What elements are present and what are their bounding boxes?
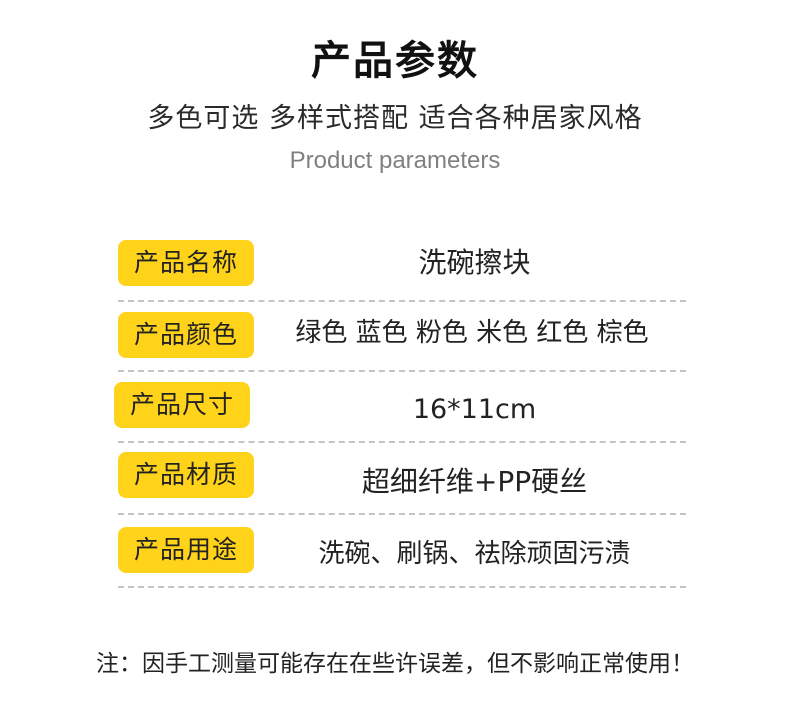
dashed-divider	[118, 370, 686, 372]
param-row-name: 产品名称 洗碗擦块	[118, 230, 686, 302]
dashed-divider	[118, 300, 686, 302]
dashed-divider	[118, 586, 686, 588]
param-label: 产品颜色	[118, 312, 254, 358]
param-row-usage: 产品用途 洗碗、刷锅、祛除顽固污渍	[118, 516, 686, 588]
english-title: Product parameters	[289, 147, 501, 174]
footer-note: 注：因手工测量可能存在在些许误差，但不影响正常使用！	[96, 651, 694, 677]
param-value: 超细纤维+PP硬丝	[361, 465, 588, 498]
param-row-color: 产品颜色 绿色 蓝色 粉色 米色 红色 棕色	[118, 300, 686, 372]
page-title: 产品参数	[311, 38, 479, 84]
dashed-divider	[118, 441, 686, 443]
param-label: 产品用途	[118, 527, 254, 573]
param-label: 产品材质	[118, 452, 254, 498]
param-row-material: 产品材质 超细纤维+PP硬丝	[118, 443, 686, 515]
param-label: 产品尺寸	[114, 382, 250, 428]
param-value: 16*11cm	[412, 394, 537, 425]
page-subtitle: 多色可选 多样式搭配 适合各种居家风格	[147, 103, 643, 134]
param-value: 洗碗、刷锅、祛除顽固污渍	[318, 539, 631, 569]
param-value: 洗碗擦块	[418, 246, 531, 279]
param-value: 绿色 蓝色 粉色 米色 红色 棕色	[295, 318, 649, 348]
param-label: 产品名称	[118, 240, 254, 286]
param-row-size: 产品尺寸 16*11cm	[114, 371, 686, 443]
dashed-divider	[118, 513, 686, 515]
